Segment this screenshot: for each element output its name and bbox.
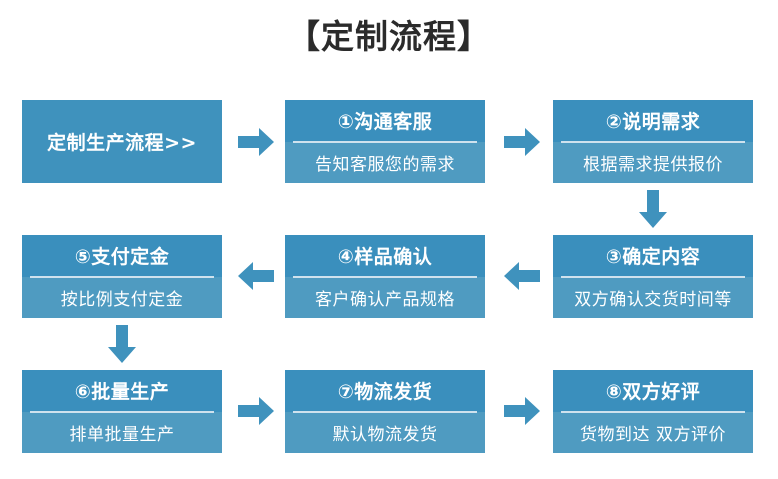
flow-box-step-8[interactable]: ⑧双方好评 货物到达 双方评价 — [553, 370, 753, 453]
flow-box-divider — [30, 411, 214, 413]
flow-box-step-7-subtitle: 默认物流发货 — [285, 411, 485, 453]
flow-box-step-7[interactable]: ⑦物流发货 默认物流发货 — [285, 370, 485, 453]
flow-box-step-3[interactable]: ③确定内容 双方确认交货时间等 — [553, 235, 753, 318]
arrow-2-to-3-icon — [639, 190, 667, 228]
flow-box-step-6[interactable]: ⑥批量生产 排单批量生产 — [22, 370, 222, 453]
arrow-7-to-8-icon — [504, 397, 540, 425]
flow-box-step-2[interactable]: ②说明需求 根据需求提供报价 — [553, 100, 753, 183]
flow-box-step-7-title: ⑦物流发货 — [285, 370, 485, 412]
flow-box-step-5[interactable]: ⑤支付定金 按比例支付定金 — [22, 235, 222, 318]
flow-box-step-4[interactable]: ④样品确认 客户确认产品规格 — [285, 235, 485, 318]
flow-box-divider — [30, 276, 214, 278]
flow-box-start-label: 定制生产流程>> — [47, 132, 197, 154]
flow-box-divider — [293, 276, 477, 278]
flow-box-step-2-title: ②说明需求 — [553, 100, 753, 142]
arrow-1-to-2-icon — [504, 128, 540, 156]
arrow-start-to-1-icon — [238, 128, 274, 156]
flow-box-step-8-title: ⑧双方好评 — [553, 370, 753, 412]
arrow-4-to-5-icon — [238, 262, 274, 290]
flow-box-step-5-title: ⑤支付定金 — [22, 235, 222, 277]
flow-box-step-8-subtitle: 货物到达 双方评价 — [553, 411, 753, 453]
flow-box-step-1[interactable]: ①沟通客服 告知客服您的需求 — [285, 100, 485, 183]
flow-box-step-5-subtitle: 按比例支付定金 — [22, 276, 222, 318]
flow-box-divider — [561, 276, 745, 278]
flow-box-divider — [561, 141, 745, 143]
flow-box-divider — [561, 411, 745, 413]
flow-box-step-3-subtitle: 双方确认交货时间等 — [553, 276, 753, 318]
flow-box-divider — [293, 411, 477, 413]
flow-box-step-4-title: ④样品确认 — [285, 235, 485, 277]
flow-box-divider — [293, 141, 477, 143]
flow-box-step-6-subtitle: 排单批量生产 — [22, 411, 222, 453]
flow-box-step-1-title: ①沟通客服 — [285, 100, 485, 142]
flow-box-step-6-title: ⑥批量生产 — [22, 370, 222, 412]
arrow-5-to-6-icon — [108, 325, 136, 363]
flow-box-step-3-title: ③确定内容 — [553, 235, 753, 277]
flow-box-step-4-subtitle: 客户确认产品规格 — [285, 276, 485, 318]
flow-box-step-2-subtitle: 根据需求提供报价 — [553, 141, 753, 183]
arrow-6-to-7-icon — [238, 397, 274, 425]
arrow-3-to-4-icon — [504, 262, 540, 290]
flow-box-step-1-subtitle: 告知客服您的需求 — [285, 141, 485, 183]
flow-box-start[interactable]: 定制生产流程>> — [22, 100, 222, 183]
page-title: 【定制流程】 — [287, 17, 491, 56]
